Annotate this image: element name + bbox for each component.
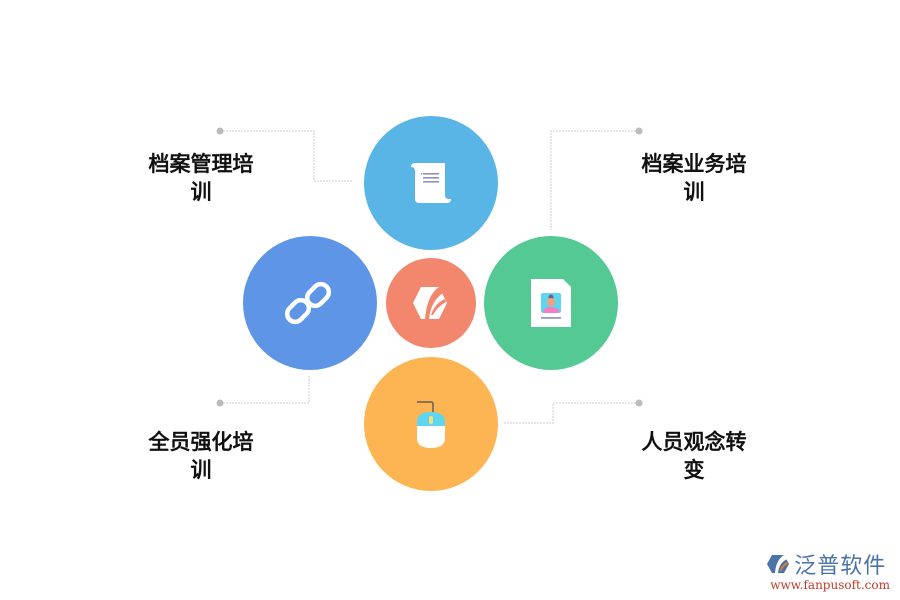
label-bottom-left: 全员强化培 训: [126, 428, 276, 484]
label-bottom-left-line2: 训: [190, 458, 212, 482]
fanpu-logo-icon: [767, 555, 790, 573]
center-circle: [386, 258, 476, 348]
label-bottom-right-line1: 人员观念转: [641, 430, 747, 454]
computer-mouse-icon: [417, 401, 445, 448]
chain-link-icon: [284, 281, 332, 325]
node-right-circle: [484, 236, 618, 370]
label-bottom-left-line1: 全员强化培: [148, 430, 254, 454]
connector-dot-top-right: [635, 127, 643, 135]
label-bottom-right: 人员观念转 变: [619, 428, 769, 484]
id-card-document-icon: [531, 279, 571, 327]
label-top-left-line1: 档案管理培: [148, 152, 254, 176]
label-top-left: 档案管理培 训: [126, 150, 276, 206]
connector-dot-top-left: [216, 127, 224, 135]
label-top-right-line2: 训: [683, 180, 705, 204]
node-bottom-circle: [364, 357, 498, 491]
watermark-url: www.fanpusoft.com: [770, 578, 890, 592]
label-top-left-line2: 训: [190, 180, 212, 204]
scroll-document-icon: [411, 163, 451, 203]
hexagon-logo-icon: [413, 287, 447, 319]
node-top-circle: [364, 116, 498, 250]
label-bottom-right-line2: 变: [683, 458, 705, 482]
watermark: 泛普软件 www.fanpusoft.com: [766, 548, 890, 592]
label-top-right-line1: 档案业务培: [641, 152, 747, 176]
label-top-right: 档案业务培 训: [619, 150, 769, 206]
connector-top-right: [550, 130, 639, 230]
node-left-circle: [243, 236, 377, 370]
connector-bottom-left: [220, 375, 310, 404]
connector-dot-bottom-left: [216, 399, 224, 407]
connector-top-left: [220, 130, 353, 182]
connector-dot-bottom-right: [635, 399, 643, 407]
watermark-brand: 泛普软件: [794, 554, 887, 579]
connector-bottom-right: [503, 402, 639, 424]
